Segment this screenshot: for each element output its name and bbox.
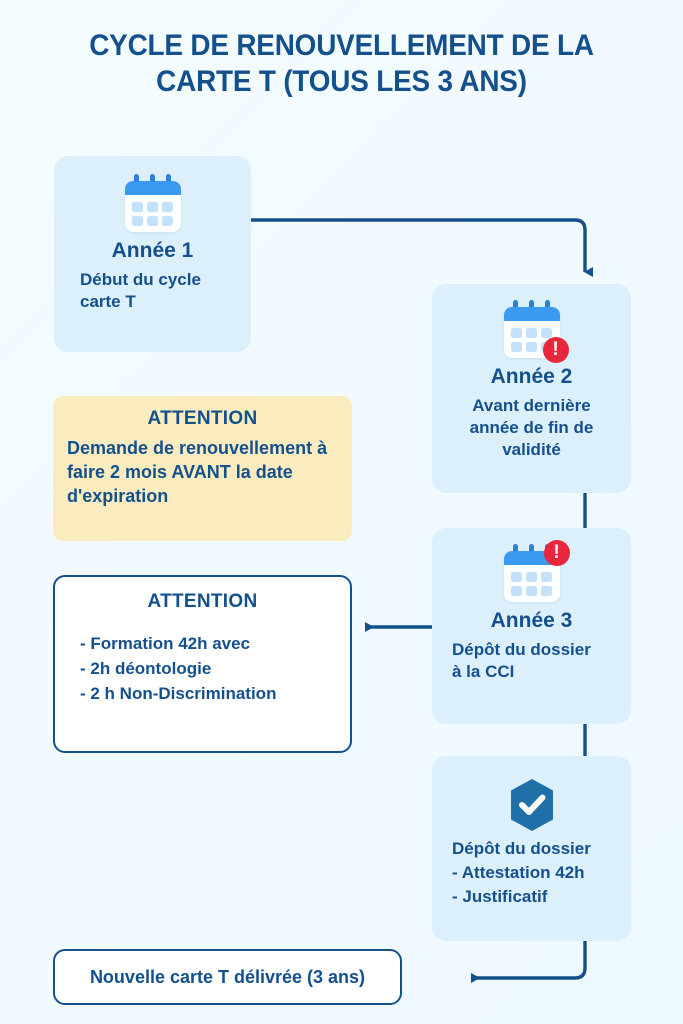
calendar-day-grid bbox=[510, 572, 553, 596]
page-title-line-1: CYCLE DE RENOUVELLEMENT DE LA bbox=[89, 29, 594, 62]
calendar-day-cell bbox=[525, 342, 537, 352]
callout-training-requirements-list: - Formation 42h avec - 2h déontologie - … bbox=[69, 631, 336, 706]
step-card-year2-icon-wrap: ! bbox=[444, 300, 619, 363]
calendar-day-cell bbox=[131, 202, 143, 212]
step-card-year2-body: Avant dernière année de fin de validité bbox=[469, 396, 594, 459]
calendar-rings bbox=[122, 174, 184, 185]
step-card-year2-heading: Année 2 bbox=[490, 365, 573, 388]
result-new-card-issued-label: Nouvelle carte T délivrée (3 ans) bbox=[89, 966, 366, 987]
calendar-ring-icon bbox=[544, 300, 550, 311]
calendar-rings bbox=[501, 300, 563, 311]
calendar-sheet bbox=[124, 181, 181, 232]
calendar-ring-icon bbox=[149, 174, 155, 185]
step-card-year1-heading: Année 1 bbox=[111, 239, 194, 262]
step-card-depot[interactable]: Dépôt du dossier - Attestation 42h - Jus… bbox=[432, 756, 631, 941]
step-card-year2[interactable]: ! Année 2 Avant dernière année de fin de… bbox=[432, 284, 631, 493]
calendar-day-cell bbox=[510, 572, 522, 582]
step-card-year1-icon-wrap bbox=[68, 174, 237, 232]
shield-check-icon bbox=[507, 778, 557, 832]
calendar-day-cell bbox=[146, 216, 158, 226]
calendar-day-cell bbox=[161, 202, 173, 212]
calendar-day-cell bbox=[540, 572, 552, 582]
callout-training-requirements[interactable]: ATTENTION - Formation 42h avec - 2h déon… bbox=[53, 575, 352, 753]
callout-renewal-deadline-header: ATTENTION bbox=[147, 408, 258, 429]
calendar-icon bbox=[122, 174, 184, 232]
calendar-day-cell bbox=[131, 216, 143, 226]
callout-renewal-deadline-text: Demande de renouvellement à faire 2 mois… bbox=[67, 438, 328, 506]
calendar-day-cell bbox=[525, 586, 537, 596]
calendar-day-cell bbox=[540, 586, 552, 596]
calendar-ring-icon bbox=[512, 544, 518, 555]
step-card-year3[interactable]: ! Année 3 Dépôt du dossier à la CCI bbox=[432, 528, 631, 724]
result-new-card-issued[interactable]: Nouvelle carte T délivrée (3 ans) bbox=[53, 949, 402, 1005]
alert-exclamation-icon: ! bbox=[543, 540, 570, 566]
calendar-icon: ! bbox=[501, 300, 569, 363]
connector-year1-to-year2 bbox=[251, 218, 593, 277]
step-card-year3-icon-wrap: ! bbox=[444, 540, 619, 602]
list-item: - 2 h Non-Discrimination bbox=[80, 684, 277, 703]
connector-depot-to-result bbox=[471, 941, 587, 983]
step-card-depot-icon-wrap bbox=[444, 778, 619, 832]
calendar-header-bar bbox=[124, 181, 181, 195]
alert-exclamation-icon: ! bbox=[542, 337, 569, 363]
page-title: CYCLE DE RENOUVELLEMENT DE LA CARTE T (T… bbox=[52, 28, 631, 100]
calendar-ring-icon bbox=[528, 300, 534, 311]
calendar-day-cell bbox=[510, 328, 522, 338]
step-card-year1-body: Début du cycle carte T bbox=[80, 270, 201, 311]
callout-training-requirements-header: ATTENTION bbox=[147, 591, 258, 612]
calendar-day-cell bbox=[525, 328, 537, 338]
calendar-ring-icon bbox=[165, 174, 171, 185]
calendar-day-cell bbox=[161, 216, 173, 226]
callout-renewal-deadline[interactable]: ATTENTION Demande de renouvellement à fa… bbox=[53, 396, 352, 541]
calendar-header-bar bbox=[503, 307, 560, 321]
calendar-day-cell bbox=[540, 328, 552, 338]
list-item: - 2h déontologie bbox=[80, 659, 212, 678]
step-card-year1[interactable]: Année 1 Début du cycle carte T bbox=[54, 156, 251, 352]
calendar-icon: ! bbox=[501, 540, 570, 602]
calendar-day-cell bbox=[510, 342, 522, 352]
calendar-day-cell bbox=[510, 586, 522, 596]
list-item: - Formation 42h avec bbox=[80, 634, 251, 653]
step-card-depot-body: Dépôt du dossier - Attestation 42h - Jus… bbox=[452, 839, 591, 906]
calendar-day-cell bbox=[525, 572, 537, 582]
calendar-ring-icon bbox=[512, 300, 518, 311]
calendar-ring-icon bbox=[133, 174, 139, 185]
calendar-ring-icon bbox=[528, 544, 534, 555]
calendar-day-grid bbox=[131, 202, 174, 226]
page-title-line-2: CARTE T (TOUS LES 3 ANS) bbox=[156, 65, 527, 98]
step-card-year3-body: Dépôt du dossier à la CCI bbox=[452, 640, 591, 681]
step-card-year3-heading: Année 3 bbox=[490, 609, 573, 632]
calendar-day-cell bbox=[146, 202, 158, 212]
